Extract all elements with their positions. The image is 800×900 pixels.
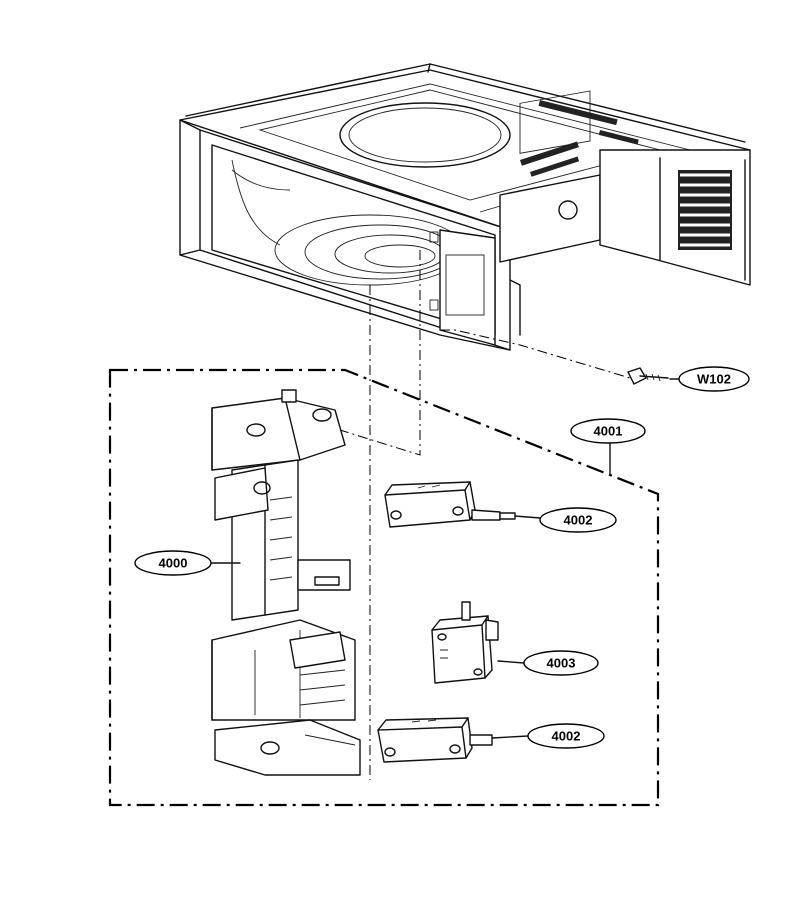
kit-boundary-4001 — [108, 368, 660, 807]
callout-4001-text: 4001 — [594, 423, 623, 438]
callout-4000-text: 4000 — [159, 555, 188, 570]
callout-4002-bottom: 4002 — [527, 723, 605, 749]
callout-4001: 4001 — [570, 418, 646, 444]
callout-4003-text: 4003 — [547, 655, 576, 670]
micro-switch-4002-top — [384, 481, 516, 528]
callout-4002-bottom-text: 4002 — [552, 728, 581, 743]
callout-w102-text: W102 — [697, 371, 731, 386]
side-vent-grille — [678, 170, 732, 250]
callout-4003: 4003 — [523, 650, 599, 676]
callout-4000: 4000 — [134, 550, 212, 576]
top-vent-slots — [520, 100, 639, 177]
latch-holder-4000 — [211, 389, 361, 776]
microwave-cavity-assembly — [179, 63, 751, 351]
micro-switch-4002-bottom — [377, 717, 493, 763]
micro-switch-4003 — [431, 601, 499, 684]
callout-4002-top: 4002 — [539, 507, 617, 533]
screw-w102 — [627, 367, 669, 385]
callout-leaders — [197, 378, 681, 739]
callout-w102: W102 — [678, 366, 750, 392]
callout-4002-top-text: 4002 — [564, 512, 593, 527]
